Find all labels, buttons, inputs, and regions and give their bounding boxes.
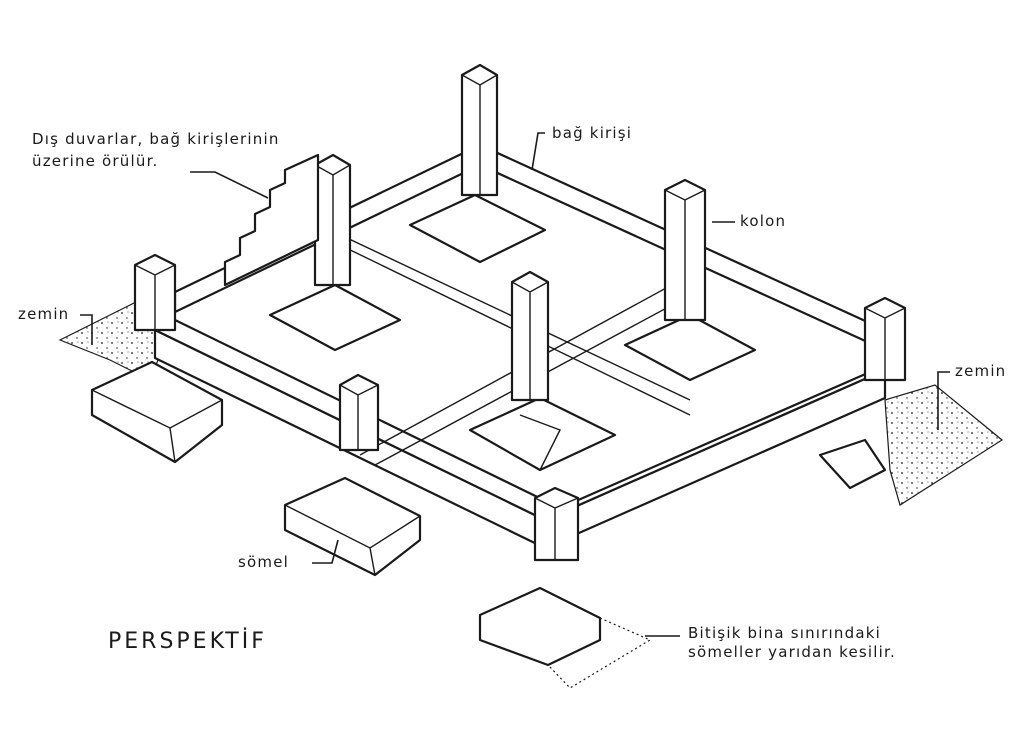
footing-right-end: [818, 438, 887, 490]
label-ground-right: zemin: [955, 362, 1007, 380]
footing-center: [468, 396, 617, 472]
outer-wall-steps: [223, 153, 320, 287]
label-ground-left: zemin: [18, 305, 70, 323]
ground-right-patch: [884, 384, 1004, 506]
label-footing: sömel: [238, 553, 289, 571]
column-left-back: [313, 153, 352, 287]
footing-right-mid: [623, 313, 757, 382]
label-adjacent-line2: sömeller yarıdan kesilir.: [688, 643, 896, 661]
label-column: kolon: [740, 212, 787, 230]
label-outer-walls-line2: üzerine örülür.: [32, 152, 159, 170]
leader-ground-right: [937, 371, 950, 430]
column-front-left: [338, 373, 380, 452]
column-right-back: [663, 178, 707, 322]
footing-back-mid: [408, 193, 547, 264]
column-left: [133, 253, 177, 332]
footing-left: [90, 360, 224, 464]
leader-footing: [312, 539, 339, 564]
column-center: [510, 270, 550, 402]
diagram-title: PERSPEKTİF: [108, 629, 267, 654]
column-front-corner: [533, 486, 580, 562]
label-adjacent-line1: Bitişik bina sınırındaki: [688, 624, 881, 642]
label-tie-beam: bağ kirişi: [552, 124, 633, 142]
footing-front-mid: [283, 476, 422, 577]
footing-left-mid: [268, 283, 402, 352]
column-back: [460, 63, 499, 197]
leader-ground-left: [80, 314, 93, 345]
leader-tie-beam: [531, 132, 545, 171]
leader-outer-walls: [190, 171, 269, 199]
label-outer-walls-line1: Dış duvarlar, bağ kirişlerinin: [32, 130, 280, 148]
footing-front-right-cut: [478, 586, 652, 689]
column-right-corner: [863, 296, 907, 382]
